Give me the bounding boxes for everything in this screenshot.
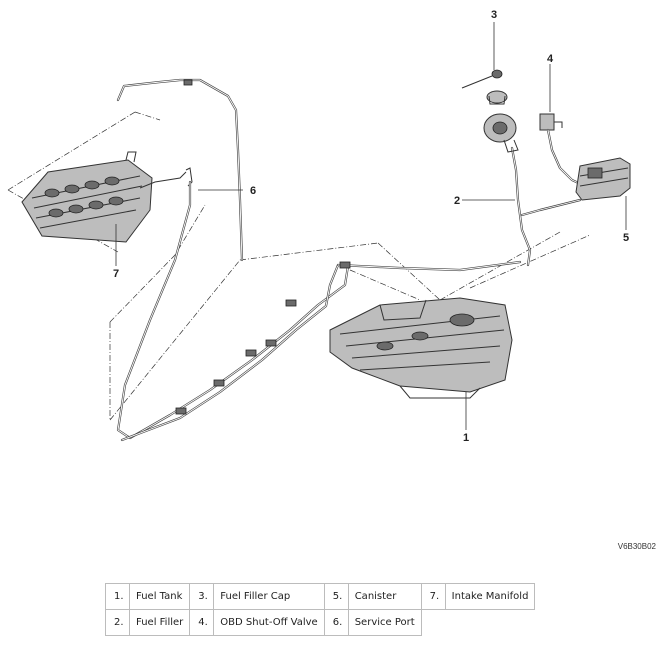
callout-1: 1: [463, 432, 469, 444]
legend-label: Intake Manifold: [444, 583, 536, 610]
legend-label: Fuel Tank: [128, 583, 191, 610]
legend-row: 2. Fuel Filler 4. OBD Shut-Off Valve 6. …: [105, 609, 535, 636]
fuel-lines: [116, 78, 522, 442]
legend-number: 1.: [105, 583, 130, 610]
legend-number: 2.: [105, 609, 130, 636]
legend-number: 4.: [189, 609, 215, 636]
legend-number: 5.: [323, 583, 349, 610]
legend-number: 6.: [323, 609, 349, 636]
legend-number: 3.: [189, 583, 215, 610]
fuel-system-diagram: 1 2 3 4 5 6 7 V6B30B02: [7, 9, 657, 551]
callout-6: 6: [250, 185, 256, 197]
callout-5: 5: [623, 232, 629, 244]
callout-4: 4: [547, 53, 554, 65]
legend-label: Canister: [347, 583, 422, 610]
fuel-filler-cap: [461, 69, 508, 105]
fuel-filler: [483, 113, 582, 267]
leader-lines: [115, 22, 627, 430]
callout-3: 3: [491, 9, 497, 21]
legend-row: 1. Fuel Tank 3. Fuel Filler Cap 5. Canis…: [105, 583, 536, 610]
callout-7: 7: [113, 268, 119, 280]
legend-label: Fuel Filler: [128, 609, 191, 636]
fuel-tank: [329, 297, 513, 399]
figure-id: V6B30B02: [618, 542, 657, 551]
callout-2: 2: [454, 195, 460, 207]
intake-manifold: [21, 151, 193, 243]
legend-label: Fuel Filler Cap: [213, 583, 325, 610]
parts-legend-table: 1. Fuel Tank 3. Fuel Filler Cap 5. Canis…: [105, 583, 536, 636]
legend-number: 7.: [420, 583, 446, 610]
legend-label: OBD Shut-Off Valve: [213, 609, 325, 636]
canister: [575, 157, 631, 201]
legend-label: Service Port: [347, 609, 422, 636]
obd-shutoff-valve: [539, 113, 587, 188]
